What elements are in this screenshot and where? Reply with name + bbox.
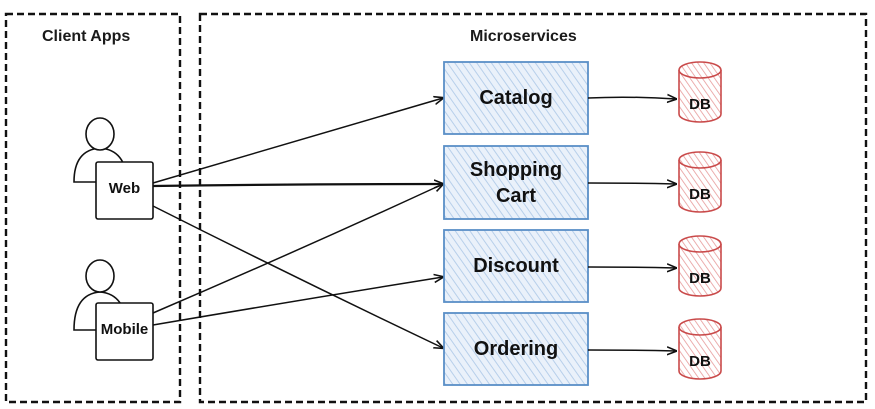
- catalog-service-box: [443, 61, 589, 135]
- discount-db-cylinder: [678, 235, 722, 297]
- ordering-service-label: Ordering: [473, 338, 559, 360]
- ordering-db-cylinder: [678, 318, 722, 380]
- cart-db-cylinder: [678, 151, 722, 213]
- catalog-db-label: DB: [689, 96, 711, 113]
- arrow-discount-db: [587, 267, 676, 268]
- mobile-client-box: [95, 302, 154, 361]
- arrow-cart-db: [587, 183, 676, 184]
- arrow-web-catalog: [152, 98, 443, 184]
- shopping-cart-service-box: [443, 145, 589, 220]
- microservices-title: Microservices: [470, 28, 577, 45]
- web-client-box: [95, 161, 154, 220]
- arrow-ordering-db: [587, 350, 676, 351]
- catalog-db-cylinder: [678, 61, 722, 123]
- discount-service-box: [443, 229, 589, 303]
- shopping-cart-service-label: Shopping Cart: [469, 158, 563, 207]
- arrow-web-ordering: [152, 205, 443, 348]
- client-apps-title: Client Apps: [42, 28, 131, 45]
- mobile-client-label: Mobile: [100, 321, 149, 338]
- microservices-group: [198, 12, 868, 404]
- arrow-catalog-db: [587, 97, 676, 99]
- ordering-service-box: [443, 312, 589, 386]
- ordering-db-label: DB: [689, 353, 711, 370]
- client-apps-group: [4, 12, 182, 404]
- arrow-mobile-discount: [152, 277, 443, 326]
- web-client-label: Web: [108, 180, 141, 197]
- arrow-web-shopping-cart: [152, 184, 443, 186]
- discount-service-label: Discount: [473, 255, 559, 277]
- catalog-service-label: Catalog: [479, 87, 553, 109]
- cart-db-label: DB: [689, 186, 711, 203]
- arrow-mobile-shopping-cart: [152, 184, 443, 314]
- discount-db-label: DB: [689, 270, 711, 287]
